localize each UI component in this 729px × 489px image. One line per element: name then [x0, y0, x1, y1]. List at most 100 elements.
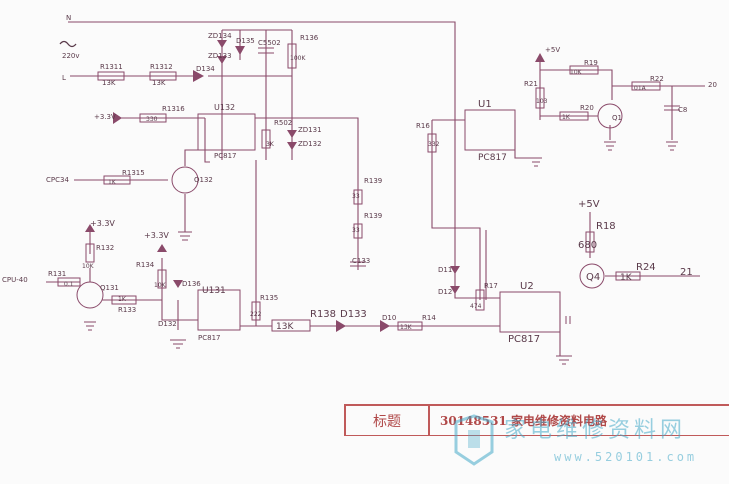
- wires: [46, 21, 705, 356]
- label-r20-val: 1K: [562, 114, 571, 121]
- label-r135: R135: [260, 294, 278, 302]
- diode-d135: [235, 46, 245, 55]
- label-r16-val: 332: [428, 141, 440, 148]
- optocoupler-u2: [499, 291, 561, 333]
- resistor-r134: [157, 269, 167, 289]
- resistor-r19: [569, 65, 599, 75]
- watermark: 家电维修资料网 www.520101.com: [446, 410, 729, 474]
- ac-source-icon: [59, 40, 77, 48]
- label-r139a-val: 33: [352, 193, 360, 200]
- component-labels: NL220vR131113KR131213KD134ZD134ZD133D135…: [2, 14, 717, 345]
- label-d136: D136: [182, 280, 201, 288]
- label-u131-type: PC817: [198, 334, 220, 342]
- zener-zd134: [217, 40, 227, 48]
- label-r21: R21: [524, 80, 538, 88]
- label-q132: Q132: [194, 176, 213, 184]
- capacitor-u2: [565, 316, 571, 324]
- label-r19: R19: [584, 59, 598, 67]
- label-r134: R134: [136, 261, 155, 269]
- optocoupler-u132: [197, 113, 256, 151]
- label-r1316-val: 330: [146, 116, 158, 123]
- components: [57, 43, 680, 365]
- label-v5-a: +5V: [545, 46, 560, 54]
- watermark-title: 家电维修资料网: [504, 418, 687, 443]
- resistor-r135: [251, 301, 261, 321]
- label-r139b: R139: [364, 212, 382, 220]
- label-r24: R24: [636, 262, 656, 273]
- resistor-r136: [287, 43, 297, 69]
- label-r1312-val: 13K: [152, 79, 166, 87]
- label-out21: 21: [680, 267, 693, 278]
- label-d10: D10: [382, 314, 396, 322]
- resistor-r138: [271, 319, 311, 332]
- label-c8: C8: [678, 106, 687, 114]
- label-d135: D135: [236, 37, 255, 45]
- diode-d12: [450, 286, 460, 294]
- label-r18: R18: [596, 221, 616, 232]
- transistor-q131: [76, 281, 104, 309]
- label-r131: R131: [48, 270, 66, 278]
- label-zd132: ZD132: [298, 140, 322, 148]
- label-r16: R16: [416, 122, 430, 130]
- ground-symbol: [84, 321, 96, 331]
- label-c5502: C5502: [258, 39, 281, 47]
- zener-zd132: [287, 142, 297, 150]
- label-r139a: R139: [364, 177, 382, 185]
- label-u2-type: PC817: [508, 334, 540, 345]
- label-r131-val: 0.1: [64, 281, 74, 288]
- diode-d134: [193, 70, 204, 82]
- label-r14-val: 13K: [400, 324, 413, 331]
- label-d11: D11: [438, 266, 452, 274]
- resistor-r1311: [97, 71, 125, 81]
- label-r1311: R1311: [100, 63, 123, 71]
- resistor-r20: [559, 111, 589, 121]
- label-r138-val: 13K: [276, 322, 294, 332]
- zener-zd133: [217, 56, 227, 64]
- label-r1312: R1312: [150, 63, 173, 71]
- label-q1: Q1: [612, 114, 622, 122]
- arrow-3v3-a: [113, 112, 122, 124]
- diode-d133: [336, 320, 346, 332]
- ground-symbol: [666, 141, 678, 151]
- transistor-q132: [171, 166, 199, 194]
- label-r1311-val: 13K: [102, 79, 116, 87]
- label-r20: R20: [580, 104, 594, 112]
- resistor-r14: [397, 321, 423, 331]
- resistor-r131: [57, 277, 81, 287]
- label-u1-type: PC817: [478, 153, 507, 163]
- arrows-and-diodes: [85, 40, 545, 332]
- label-u131: U131: [202, 286, 226, 296]
- resistor-r133: [111, 295, 137, 305]
- resistor-r502: [261, 129, 271, 149]
- label-r132-val: 10K: [82, 263, 95, 270]
- arrow-5v-a: [535, 53, 545, 62]
- label-r24-val: 1K: [620, 273, 633, 283]
- label-u132-type: PC817: [214, 152, 236, 160]
- resistor-r21: [535, 87, 545, 109]
- label-r133-val: 1K: [118, 296, 127, 303]
- label-cpc34: CPC34: [46, 176, 69, 184]
- label-voltage: 220v: [62, 52, 80, 60]
- label-r136: R136: [300, 34, 319, 42]
- label-r502-val: 3K: [266, 141, 275, 148]
- label-u1: U1: [478, 99, 492, 110]
- label-n-label: N: [66, 14, 71, 22]
- label-zd131: ZD131: [298, 126, 322, 134]
- label-r21-val: 103: [536, 98, 548, 105]
- label-q131: Q131: [100, 284, 119, 292]
- label-r133: R133: [118, 306, 136, 314]
- label-d12: D12: [438, 288, 452, 296]
- resistor-r1312: [149, 71, 177, 81]
- label-r132: R132: [96, 244, 114, 252]
- label-u132: U132: [214, 103, 235, 112]
- label-cpu40: CPU-40: [2, 276, 28, 284]
- optocoupler-u131: [197, 289, 241, 331]
- label-q4: Q4: [586, 272, 600, 283]
- ground-symbol: [178, 231, 192, 241]
- ground-symbol: [604, 141, 616, 151]
- arrow-3v3-b: [85, 224, 95, 232]
- resistor-r17: [475, 289, 485, 311]
- label-v33-a: +3.3V: [94, 113, 116, 121]
- label-d132: D132: [158, 320, 177, 328]
